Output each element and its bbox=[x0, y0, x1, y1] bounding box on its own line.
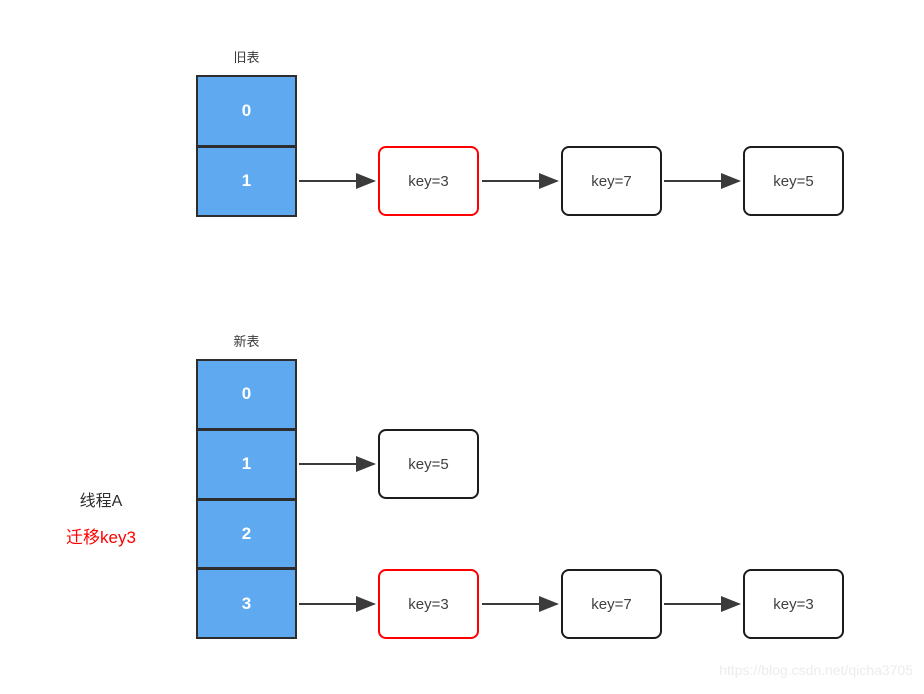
new-bucket-1: 1 bbox=[198, 430, 295, 498]
new-bucket1-node-key5: key=5 bbox=[378, 429, 479, 499]
new-bucket3-node-key3b: key=3 bbox=[743, 569, 844, 639]
old-table: 0 1 bbox=[196, 75, 297, 217]
new-bucket-3: 3 bbox=[198, 570, 295, 637]
watermark-url: https://blog.csdn.net/qicha3705 bbox=[719, 662, 913, 678]
new-bucket3-node-key7: key=7 bbox=[561, 569, 662, 639]
new-bucket-2: 2 bbox=[198, 500, 295, 568]
old-chain-node-key3: key=3 bbox=[378, 146, 479, 216]
old-chain-node-key5: key=5 bbox=[743, 146, 844, 216]
old-bucket-0: 0 bbox=[198, 77, 295, 145]
old-bucket-1: 1 bbox=[198, 147, 295, 215]
old-table-label: 旧表 bbox=[233, 50, 260, 65]
new-table: 0 1 2 3 bbox=[196, 359, 297, 639]
migrate-key3-label: 迁移key3 bbox=[66, 528, 136, 547]
thread-a-label: 线程A bbox=[79, 493, 123, 510]
old-chain-node-key7: key=7 bbox=[561, 146, 662, 216]
new-table-label: 新表 bbox=[233, 334, 260, 349]
new-bucket-0: 0 bbox=[198, 361, 295, 428]
new-bucket3-node-key3: key=3 bbox=[378, 569, 479, 639]
